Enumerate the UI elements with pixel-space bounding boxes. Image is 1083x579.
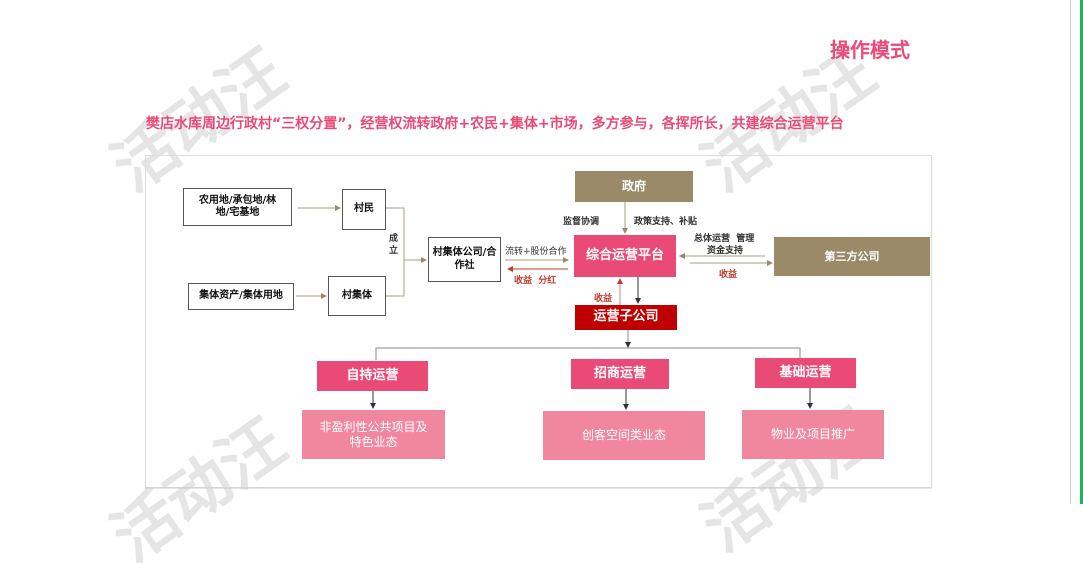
right-edge-bar (1080, 0, 1083, 504)
third-income-label: 收益 (719, 270, 738, 280)
villagers-box: 村民 (342, 189, 386, 230)
supervise-label: 监督协调 (563, 217, 600, 227)
establish-label: 成立 (389, 234, 399, 256)
page-title: 操作模式 (830, 38, 910, 62)
subsidiary-box: 运营子公司 (575, 305, 677, 330)
collective-box: 村集体 (328, 276, 386, 316)
connectors (145, 202, 932, 489)
page-subtitle: 樊店水库周边行政村“三权分置”，经营权流转政府+农民+集体+市场，多方参与，各挥… (146, 116, 844, 132)
detail-self-operated: 非盈利性公共项目及特色业态 (302, 410, 445, 459)
government-box: 政府 (575, 171, 693, 202)
branch-self-operated: 自持运营 (317, 361, 428, 391)
platform-box: 综合运营平台 (574, 235, 676, 277)
branch-basic: 基础运营 (755, 358, 856, 388)
assets-box: 集体资产/集体用地 (188, 283, 294, 310)
policy-label: 政策支持、补贴 (634, 217, 698, 227)
sub-income-label: 收益 (594, 294, 613, 304)
detail-basic: 物业及项目推广 (742, 410, 884, 459)
right-edge-line (1070, 0, 1071, 504)
management-label: 总体运营 管理 (694, 234, 755, 244)
company-box: 村集体公司/合作社 (428, 237, 501, 282)
branch-investment: 招商运营 (571, 359, 669, 389)
dividend-label: 收益 分红 (514, 276, 557, 286)
third-party-box: 第三方公司 (774, 237, 930, 276)
detail-investment: 创客空间类业态 (543, 411, 705, 460)
land-box: 农用地/承包地/林地/宅基地 (183, 188, 292, 226)
funding-label: 资金支持 (707, 246, 744, 256)
transfer-label: 流转+股份合作 (505, 247, 567, 257)
